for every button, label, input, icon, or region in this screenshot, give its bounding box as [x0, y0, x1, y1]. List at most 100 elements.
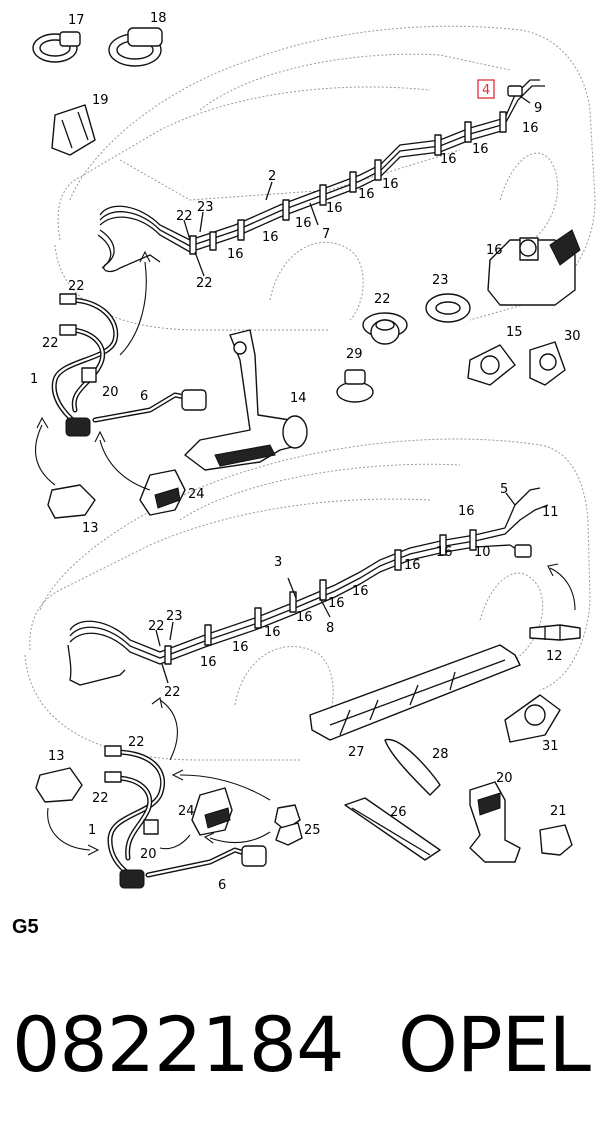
clip-13-lower — [35, 767, 83, 803]
clip-25 — [274, 804, 303, 846]
callout-16-g: 16 — [295, 216, 312, 231]
hose-clamp-18 — [108, 27, 163, 67]
upper-callouts: 17 18 19 4 9 16 16 16 2 16 16 16 16 7 23… — [30, 11, 581, 536]
callout-16-a: 16 — [522, 121, 539, 136]
callout-16-d: 16 — [382, 177, 399, 192]
callout-22-lower-a: 22 — [148, 619, 165, 634]
lower-hose-assembly — [104, 745, 267, 889]
hose-clamp-17 — [32, 31, 81, 63]
highlight-box — [477, 79, 495, 99]
callout-22-upper-a: 22 — [176, 209, 193, 224]
trim-strip-26 — [344, 797, 441, 861]
callout-13-upper: 13 — [82, 521, 99, 536]
part-number: 0822184 — [12, 1000, 344, 1089]
callout-14: 14 — [290, 391, 307, 406]
callout-16-l-a: 16 — [458, 504, 475, 519]
callout-5: 5 — [500, 482, 508, 497]
callout-16-e: 16 — [358, 187, 375, 202]
upper-brake-lines — [97, 79, 545, 273]
clip-13-upper — [47, 484, 96, 519]
callout-9: 9 — [534, 101, 542, 116]
grommet-22 — [362, 312, 408, 345]
connector-12 — [529, 624, 581, 641]
lower-brake-lines — [67, 487, 549, 686]
clip-30 — [529, 341, 566, 386]
callout-20-lower: 20 — [140, 847, 157, 862]
brand-name: OPEL — [398, 1000, 591, 1089]
clip-20-lower — [469, 781, 521, 863]
callout-24-lower: 24 — [178, 804, 195, 819]
callout-16-f: 16 — [326, 201, 343, 216]
hose-clamp-29 — [336, 369, 374, 403]
callout-27: 27 — [348, 745, 365, 760]
clip-holder-16 — [487, 229, 581, 306]
callout-1-upper: 1 — [30, 372, 38, 387]
callout-22-hose-lower-b: 22 — [92, 791, 109, 806]
callout-18: 18 — [150, 11, 167, 26]
callout-17: 17 — [68, 13, 85, 28]
grommet-23 — [425, 293, 471, 323]
callout-16-i: 16 — [227, 247, 244, 262]
callout-4-highlighted: 4 — [482, 83, 490, 98]
callout-16-l-e: 16 — [328, 596, 345, 611]
callout-22-lower-b: 22 — [164, 685, 181, 700]
callout-23-lower: 23 — [166, 609, 183, 624]
bracket-14 — [184, 329, 308, 471]
callout-20-upper: 20 — [102, 385, 119, 400]
callout-28: 28 — [432, 747, 449, 762]
clip-24-upper — [139, 469, 186, 516]
callout-23-upper: 23 — [197, 200, 214, 215]
part-footer: 0822184 OPEL — [0, 990, 600, 1100]
clip-24-lower — [191, 787, 233, 836]
callout-13-lower: 13 — [48, 749, 65, 764]
hose-28 — [384, 739, 441, 796]
callout-16-c: 16 — [440, 152, 457, 167]
callout-22-hose-a: 22 — [68, 279, 85, 294]
exploded-parts-diagram: 17 18 19 4 9 16 16 16 2 16 16 16 16 7 23… — [24, 11, 596, 893]
callout-22-hose-lower-a: 22 — [128, 735, 145, 750]
callout-15: 15 — [506, 325, 523, 340]
callout-22-upper-b: 22 — [196, 276, 213, 291]
clip-21 — [539, 824, 573, 856]
upper-hose-assembly — [51, 293, 207, 437]
lower-car-outline — [24, 438, 591, 761]
callout-22-hose-b: 22 — [42, 336, 59, 351]
callout-16-clip: 16 — [486, 243, 503, 258]
callout-2: 2 — [268, 169, 276, 184]
callout-16-l-g: 16 — [264, 625, 281, 640]
callout-31: 31 — [542, 739, 559, 754]
section-code: G5 — [12, 916, 39, 938]
lower-callouts: 5 11 16 16 10 16 3 16 16 16 8 16 23 22 1… — [48, 482, 567, 893]
callout-24-upper: 24 — [188, 487, 205, 502]
callout-16-l-i: 16 — [200, 655, 217, 670]
clip-19 — [51, 104, 96, 156]
rail-27 — [309, 644, 521, 741]
callout-10: 10 — [474, 545, 491, 560]
callout-3: 3 — [274, 555, 282, 570]
callout-16-l-d: 16 — [352, 584, 369, 599]
callout-29: 29 — [346, 347, 363, 362]
callout-7: 7 — [322, 227, 330, 242]
callout-19: 19 — [92, 93, 109, 108]
callout-21: 21 — [550, 804, 567, 819]
callout-20-clip: 20 — [496, 771, 513, 786]
callout-16-l-h: 16 — [232, 640, 249, 655]
callout-16-h: 16 — [262, 230, 279, 245]
callout-1-lower: 1 — [88, 823, 96, 838]
callout-16-l-b: 16 — [436, 545, 453, 560]
leader-lines — [155, 95, 531, 684]
pointer-arrows — [35, 250, 576, 856]
clip-15 — [467, 344, 516, 386]
callout-6-upper: 6 — [140, 389, 148, 404]
callout-6-lower: 6 — [218, 878, 226, 893]
callout-16-b: 16 — [472, 142, 489, 157]
callout-16-l-f: 16 — [296, 610, 313, 625]
upper-car-outline — [54, 25, 596, 331]
callout-30: 30 — [564, 329, 581, 344]
callout-11: 11 — [542, 505, 559, 520]
callout-25: 25 — [304, 823, 321, 838]
callout-12: 12 — [546, 649, 563, 664]
callout-16-l-c: 16 — [404, 558, 421, 573]
callout-26: 26 — [390, 805, 407, 820]
callout-22-grommet: 22 — [374, 292, 391, 307]
